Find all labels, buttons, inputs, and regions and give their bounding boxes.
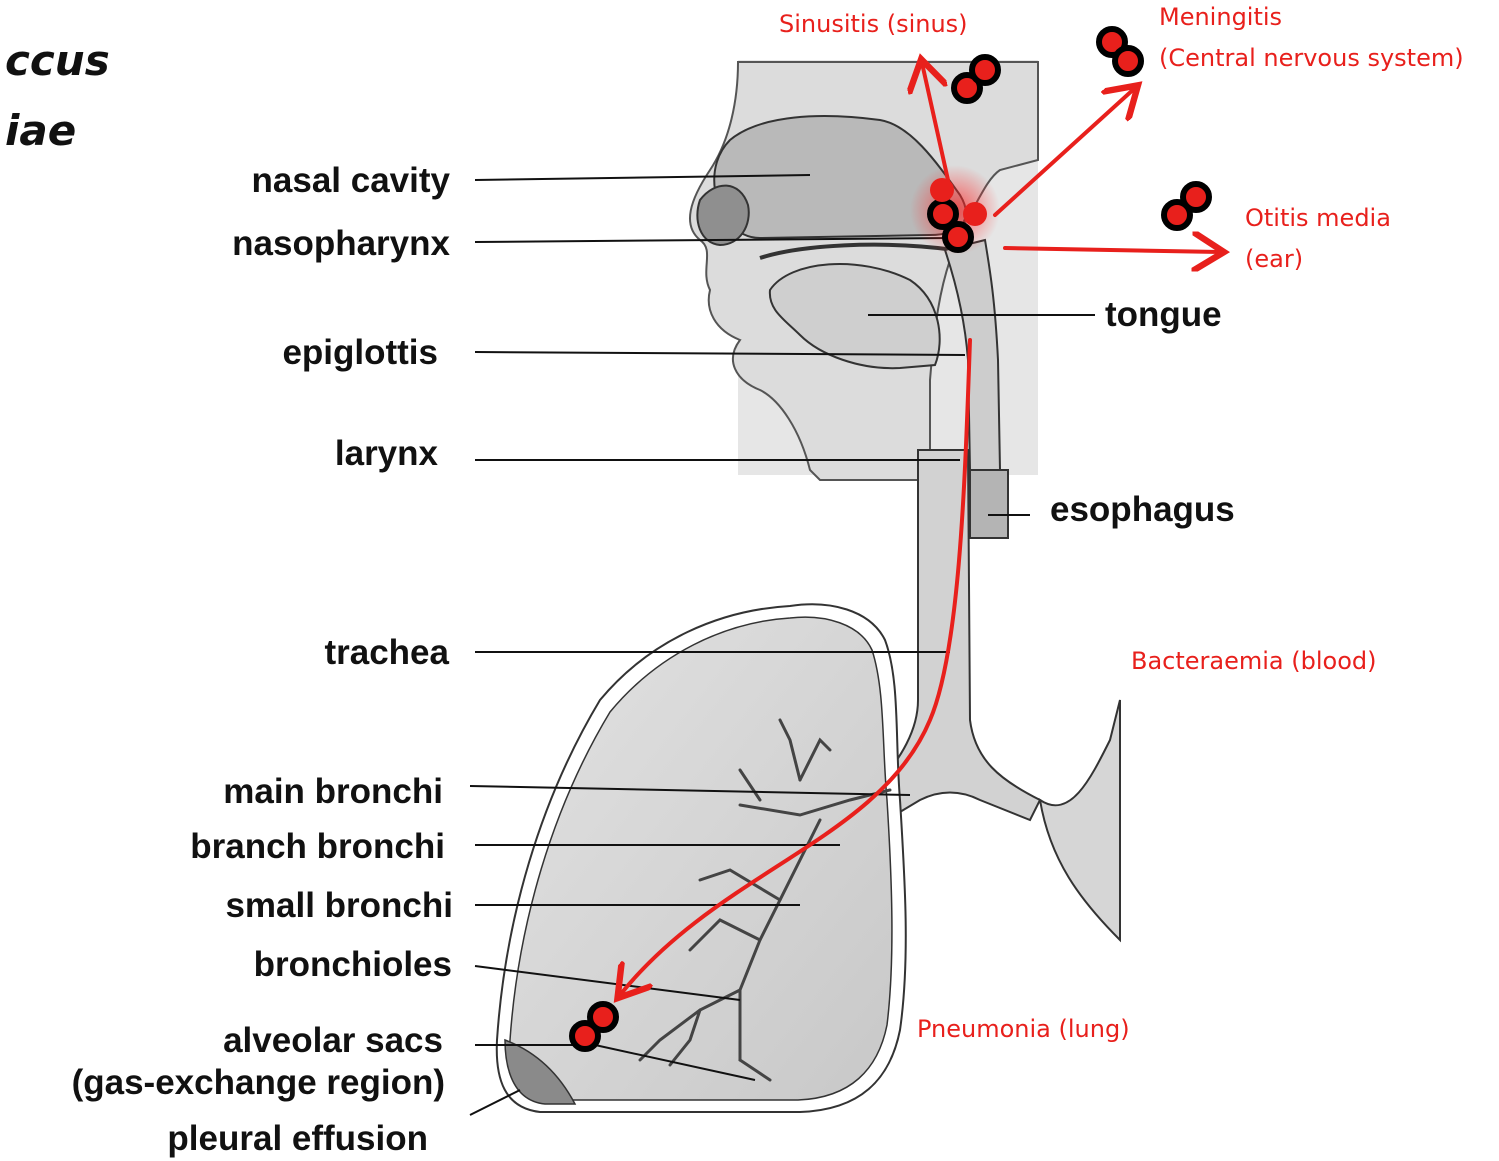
label-otitis-sub: (ear)	[1245, 245, 1303, 274]
bacteria-ear	[1164, 184, 1209, 228]
label-nasopharynx: nasopharynx	[232, 226, 450, 261]
label-sinusitis: Sinusitis (sinus)	[779, 10, 968, 39]
esophagus-shape	[970, 470, 1008, 538]
title-line-2: iae	[5, 110, 76, 152]
label-pneumonia: Pneumonia (lung)	[917, 1015, 1130, 1044]
label-tongue: tongue	[1105, 297, 1222, 332]
lung-inner	[510, 617, 892, 1100]
right-body-shape	[1040, 700, 1120, 940]
label-alveolar-sacs: alveolar sacs	[223, 1023, 443, 1058]
label-small-bronchi: small bronchi	[225, 888, 453, 923]
label-meningitis-sub: (Central nervous system)	[1159, 44, 1464, 73]
label-pleural-effusion: pleural effusion	[167, 1121, 428, 1156]
label-esophagus: esophagus	[1050, 492, 1235, 527]
label-otitis: Otitis media	[1245, 204, 1391, 233]
label-bacteraemia: Bacteraemia (blood)	[1131, 647, 1377, 676]
bacteria-free-1	[930, 178, 954, 202]
label-bronchioles: bronchioles	[254, 947, 452, 982]
label-larynx: larynx	[335, 436, 438, 471]
label-trachea: trachea	[324, 635, 449, 670]
nasal-dark-shape	[697, 186, 748, 245]
title-line-1: ccus	[5, 40, 110, 82]
label-nasal-cavity: nasal cavity	[252, 163, 450, 198]
bacteria-free-2	[963, 202, 987, 226]
label-branch-bronchi: branch bronchi	[190, 829, 445, 864]
label-meningitis: Meningitis	[1159, 3, 1282, 32]
label-epiglottis: epiglottis	[282, 335, 438, 370]
label-main-bronchi: main bronchi	[223, 774, 443, 809]
label-gas-exchange: (gas-exchange region)	[72, 1065, 445, 1100]
bacteria-meninges	[1099, 29, 1141, 74]
